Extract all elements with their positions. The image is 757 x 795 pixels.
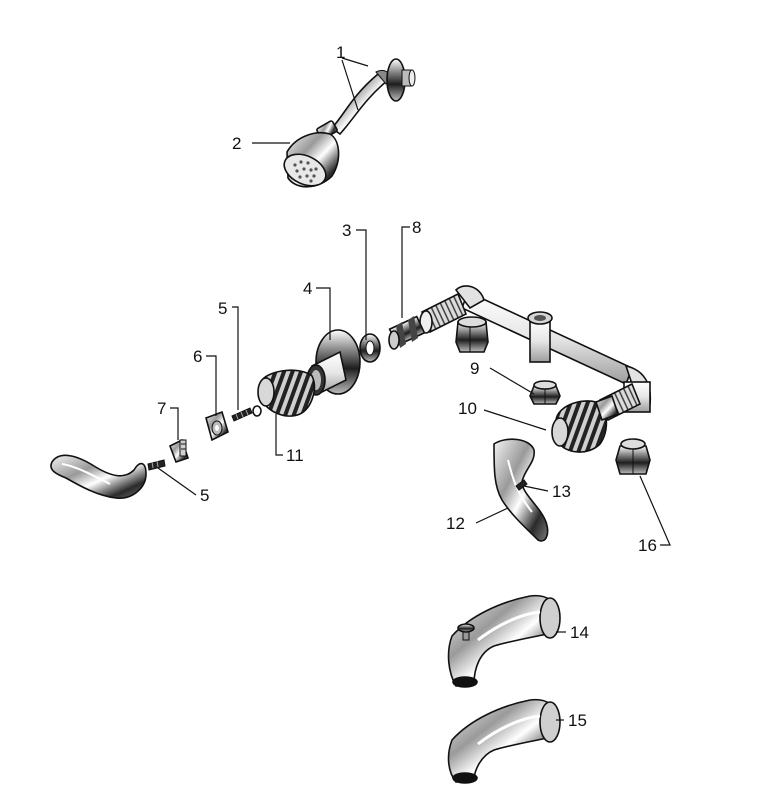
left-union-nut bbox=[455, 316, 489, 353]
callout-4: 4 bbox=[303, 279, 312, 298]
leader-lines bbox=[157, 57, 671, 721]
callout-16: 16 bbox=[638, 536, 657, 555]
callout-10: 10 bbox=[458, 399, 477, 418]
valve-stem bbox=[388, 315, 426, 350]
callout-12: 12 bbox=[446, 514, 465, 533]
callout-13: 13 bbox=[552, 482, 571, 501]
callout-5-upper: 5 bbox=[218, 299, 227, 318]
right-lever-handle bbox=[493, 438, 549, 542]
index-cap bbox=[205, 410, 229, 442]
callout-14: 14 bbox=[570, 623, 589, 642]
shower-arm-flange bbox=[386, 58, 416, 102]
callout-3: 3 bbox=[342, 221, 351, 240]
shower-arm bbox=[330, 69, 393, 136]
callout-8: 8 bbox=[412, 218, 421, 237]
left-knob-handle bbox=[257, 369, 316, 417]
set-screw bbox=[515, 479, 528, 491]
tub-spout bbox=[447, 698, 561, 784]
left-lever-handle bbox=[50, 454, 147, 499]
callout-1: 1 bbox=[336, 43, 345, 62]
callout-6: 6 bbox=[193, 347, 202, 366]
handle-adapter bbox=[168, 438, 190, 464]
callout-5-lower: 5 bbox=[200, 486, 209, 505]
callout-15: 15 bbox=[568, 711, 587, 730]
left-valve-thread bbox=[419, 292, 468, 334]
right-knob-handle bbox=[551, 394, 620, 453]
union-nut bbox=[615, 438, 651, 475]
diverter-tub-spout bbox=[447, 594, 561, 688]
callout-2: 2 bbox=[232, 134, 241, 153]
bonnet-nut bbox=[359, 333, 381, 363]
callout-9: 9 bbox=[470, 359, 479, 378]
callout-numbers: 1 2 3 4 5 6 7 8 9 10 11 5 13 12 16 14 15 bbox=[157, 43, 657, 730]
hex-plug bbox=[529, 380, 561, 405]
callout-11: 11 bbox=[286, 446, 304, 465]
diverter-knob bbox=[457, 623, 475, 641]
upper-screw bbox=[231, 407, 253, 422]
left-knob-washer bbox=[252, 405, 262, 417]
shower-head bbox=[283, 120, 340, 188]
escutcheon-flange bbox=[306, 329, 361, 396]
lower-screw bbox=[147, 459, 166, 471]
callout-7: 7 bbox=[157, 399, 166, 418]
